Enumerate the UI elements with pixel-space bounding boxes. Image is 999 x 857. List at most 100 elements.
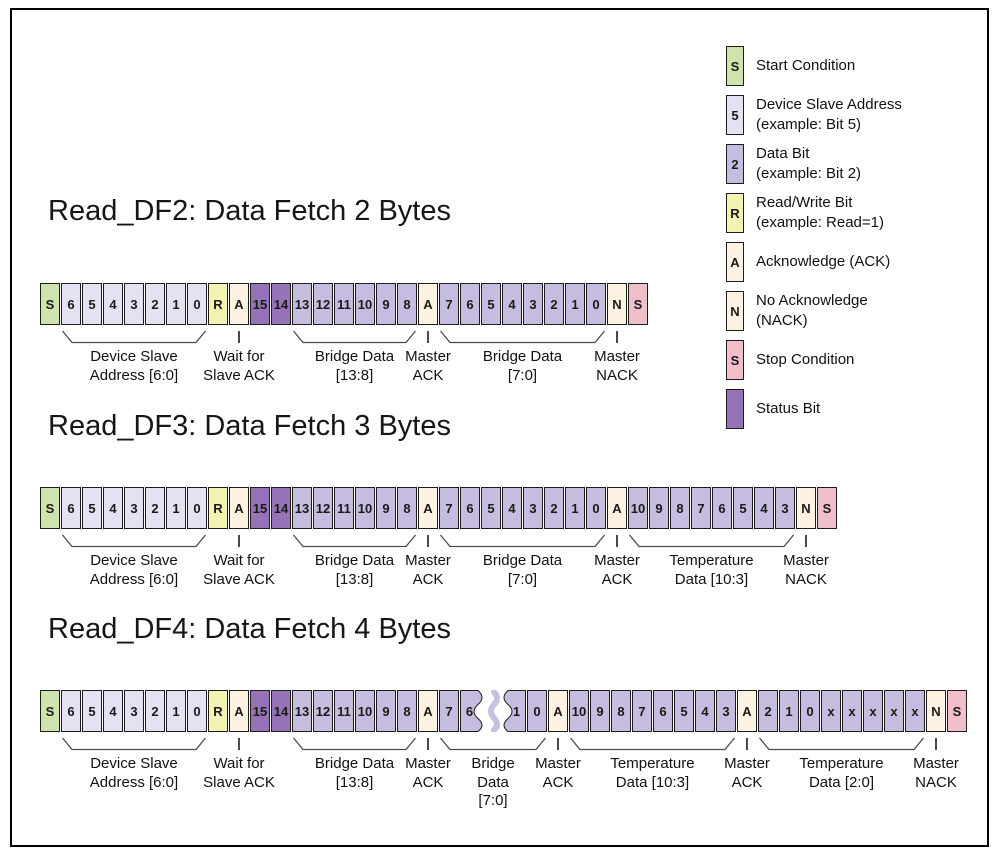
legend-label: Start Condition (756, 56, 855, 76)
break-squiggle (487, 689, 501, 737)
bit-label: 1 (512, 703, 521, 719)
field-brace (439, 534, 606, 553)
field-label-line: Data [2:0] (808, 773, 875, 791)
bit-cell: 1 (565, 487, 585, 529)
bit-cell: 3 (523, 487, 543, 529)
bit-cell: 6 (653, 690, 673, 732)
bit-cell: 13 (292, 283, 312, 325)
field-tick (238, 738, 240, 750)
field-tick (427, 331, 429, 343)
bit-cell: N (607, 283, 627, 325)
bit-cell: 10 (355, 690, 375, 732)
bit-cell: 1 (166, 487, 186, 529)
bit-cell: 3 (523, 283, 543, 325)
bit-cell: 6 (460, 487, 480, 529)
bit-cell: 11 (334, 283, 354, 325)
bit-cell: S (817, 487, 837, 529)
field-label-line: Wait for (213, 552, 265, 569)
field-tick (805, 535, 807, 547)
bit-cell: 0 (800, 690, 820, 732)
legend-label-line: (example: Read=1) (756, 214, 884, 231)
legend-label-line: Start Condition (756, 57, 856, 74)
field-brace (569, 737, 736, 756)
bit-cell: 4 (754, 487, 774, 529)
legend-label: Stop Condition (756, 350, 854, 370)
bit-cell: 6 (460, 283, 480, 325)
field-label-line: Temperature (799, 755, 884, 772)
bit-cell: 5 (481, 487, 501, 529)
bit-cell: A (737, 690, 757, 732)
legend-swatch-ack: A (726, 242, 744, 282)
bit-cell: 12 (313, 690, 333, 732)
bit-cell: 3 (716, 690, 736, 732)
bit-cell: 0 (187, 283, 207, 325)
field-label-line: Master (535, 755, 581, 772)
legend-swatch-addr: 5 (726, 95, 744, 135)
bit-cell: 10 (355, 283, 375, 325)
field-brace (628, 534, 795, 553)
bit-cell: 2 (544, 283, 564, 325)
bit-cell: 6 (712, 487, 732, 529)
bit-cell: 5 (674, 690, 694, 732)
bit-cell: 3 (124, 283, 144, 325)
bit-cell: A (229, 690, 249, 732)
field-tick (557, 738, 559, 750)
bit-cell: 14 (271, 283, 291, 325)
bit-cell: x (863, 690, 883, 732)
legend-label-line: Stop Condition (756, 351, 855, 368)
legend-label-line: (example: Bit 5) (756, 116, 862, 133)
field-label-line: NACK (596, 366, 638, 384)
field-label-line: Wait for (213, 755, 265, 772)
field-label-line: Device Slave (90, 348, 178, 365)
field-label-line: ACK (412, 366, 444, 384)
bit-cell: x (821, 690, 841, 732)
bit-cell: N (796, 487, 816, 529)
field-label: Bridge Data[13:8] (275, 552, 435, 589)
bit-cell: 3 (775, 487, 795, 529)
legend-label: Acknowledge (ACK) (756, 252, 890, 272)
field-label-line: Slave ACK (203, 366, 275, 384)
field-label: Bridge Data[7:0] (443, 348, 603, 385)
field-label-line: ACK (412, 773, 444, 791)
bit-cell: 15 (250, 487, 270, 529)
bit-cell: 6 (61, 487, 81, 529)
field-label: Bridge Data[13:8] (275, 348, 435, 385)
legend-label-line: (NACK) (756, 312, 808, 329)
field-label-line: ACK (542, 773, 574, 791)
field-tick (427, 535, 429, 547)
legend-label-line: Read/Write Bit (756, 194, 853, 211)
field-tick (427, 738, 429, 750)
bit-cell: 7 (439, 487, 459, 529)
field-brace (292, 737, 417, 756)
legend-label-line: (example: Bit 2) (756, 165, 862, 182)
bit-cell: 9 (590, 690, 610, 732)
legend-swatch-start: S (726, 46, 744, 86)
legend-label: Read/Write Bit (example: Read=1) (756, 193, 884, 233)
field-label-line: Data [10:3] (615, 773, 690, 791)
field-label-line: NACK (785, 570, 827, 588)
torn-bit-cell: 1 (500, 690, 526, 732)
bit-cell: S (40, 690, 60, 732)
field-brace (758, 737, 925, 756)
field-label-line: Bridge (471, 755, 515, 772)
bit-cell: A (607, 487, 627, 529)
field-label-line: Data (477, 773, 509, 791)
field-tick (746, 738, 748, 750)
bit-cell: 10 (628, 487, 648, 529)
field-label-line: [7:0] (507, 570, 538, 588)
legend-label: Data Bit(example: Bit 2) (756, 144, 861, 184)
